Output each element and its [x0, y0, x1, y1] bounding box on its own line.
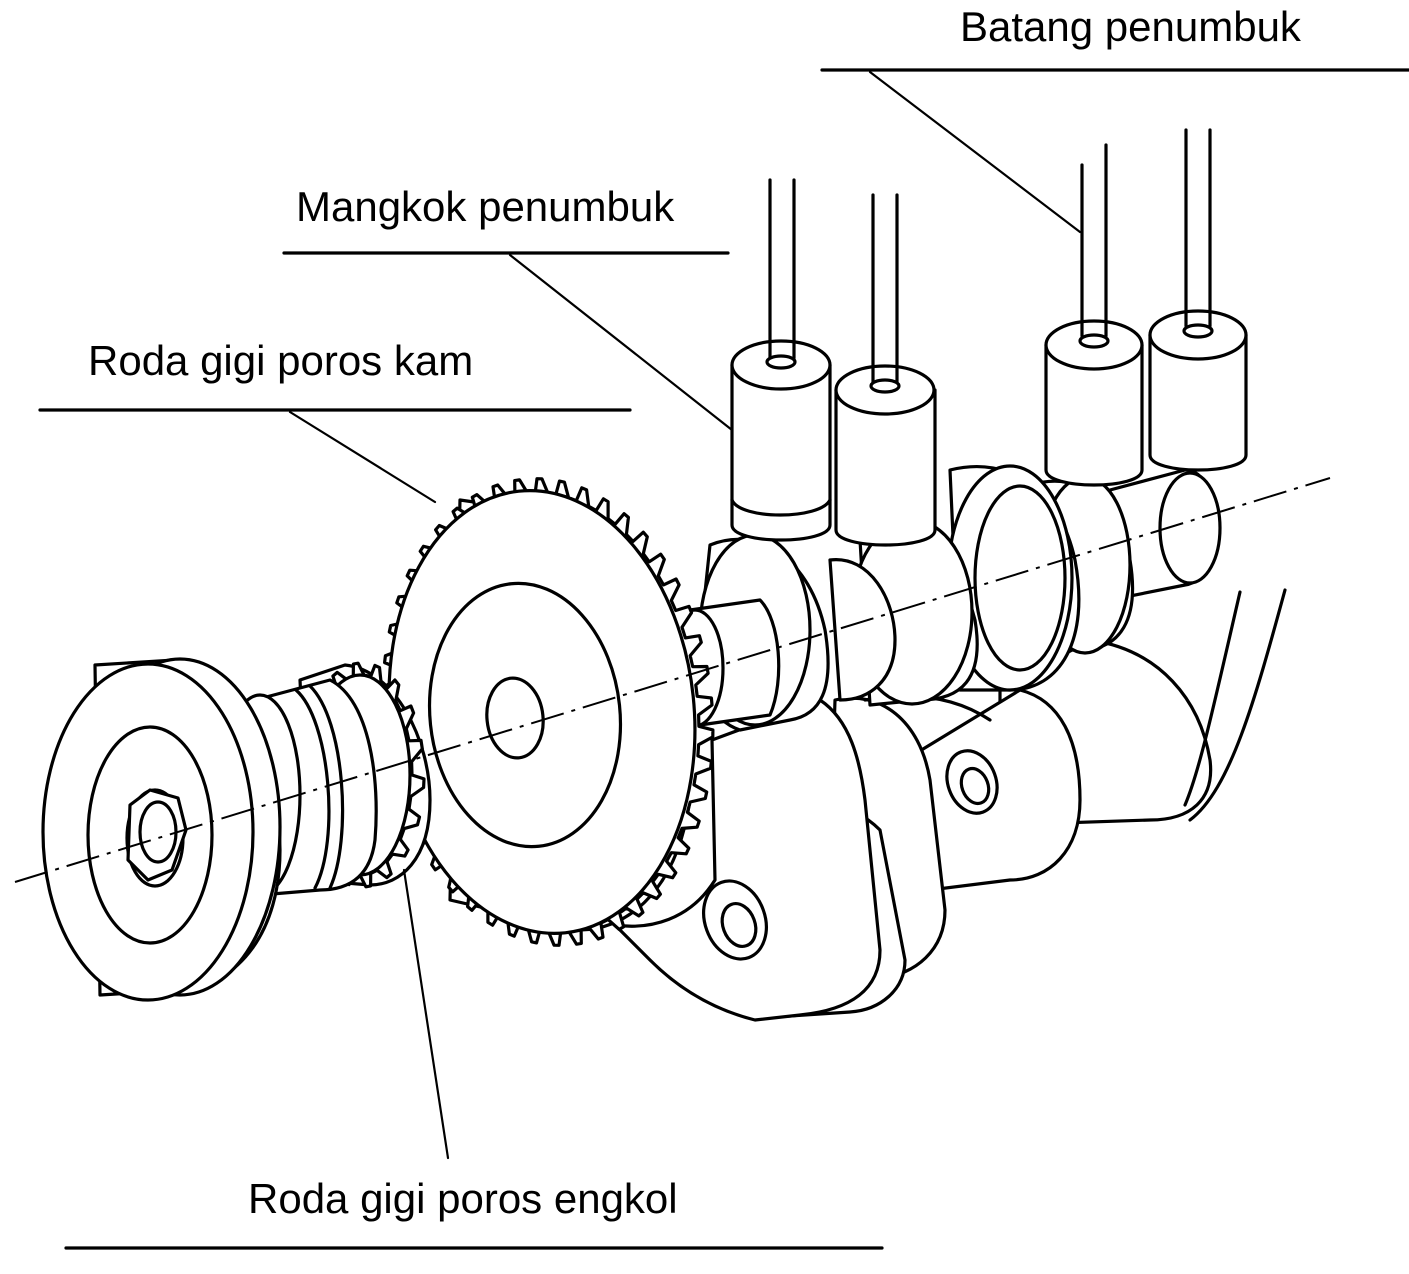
cam-gear — [381, 477, 715, 947]
tappet-4 — [1148, 309, 1248, 472]
label-batang-penumbuk: Batang penumbuk — [960, 3, 1301, 50]
leader-lines — [38, 68, 1409, 1250]
push-rods — [768, 128, 1212, 384]
support-bracket — [613, 588, 1287, 1022]
tappet-1 — [730, 339, 832, 542]
pulley — [41, 657, 282, 1002]
shaft-centerline — [14, 477, 1331, 883]
label-roda-gigi-poros-engkol: Roda gigi poros engkol — [248, 1175, 678, 1222]
tappet-2 — [834, 364, 937, 547]
label-mangkok-penumbuk: Mangkok penumbuk — [296, 183, 675, 230]
label-roda-gigi-poros-kam: Roda gigi poros kam — [88, 337, 474, 384]
tappet-3 — [1044, 319, 1144, 487]
